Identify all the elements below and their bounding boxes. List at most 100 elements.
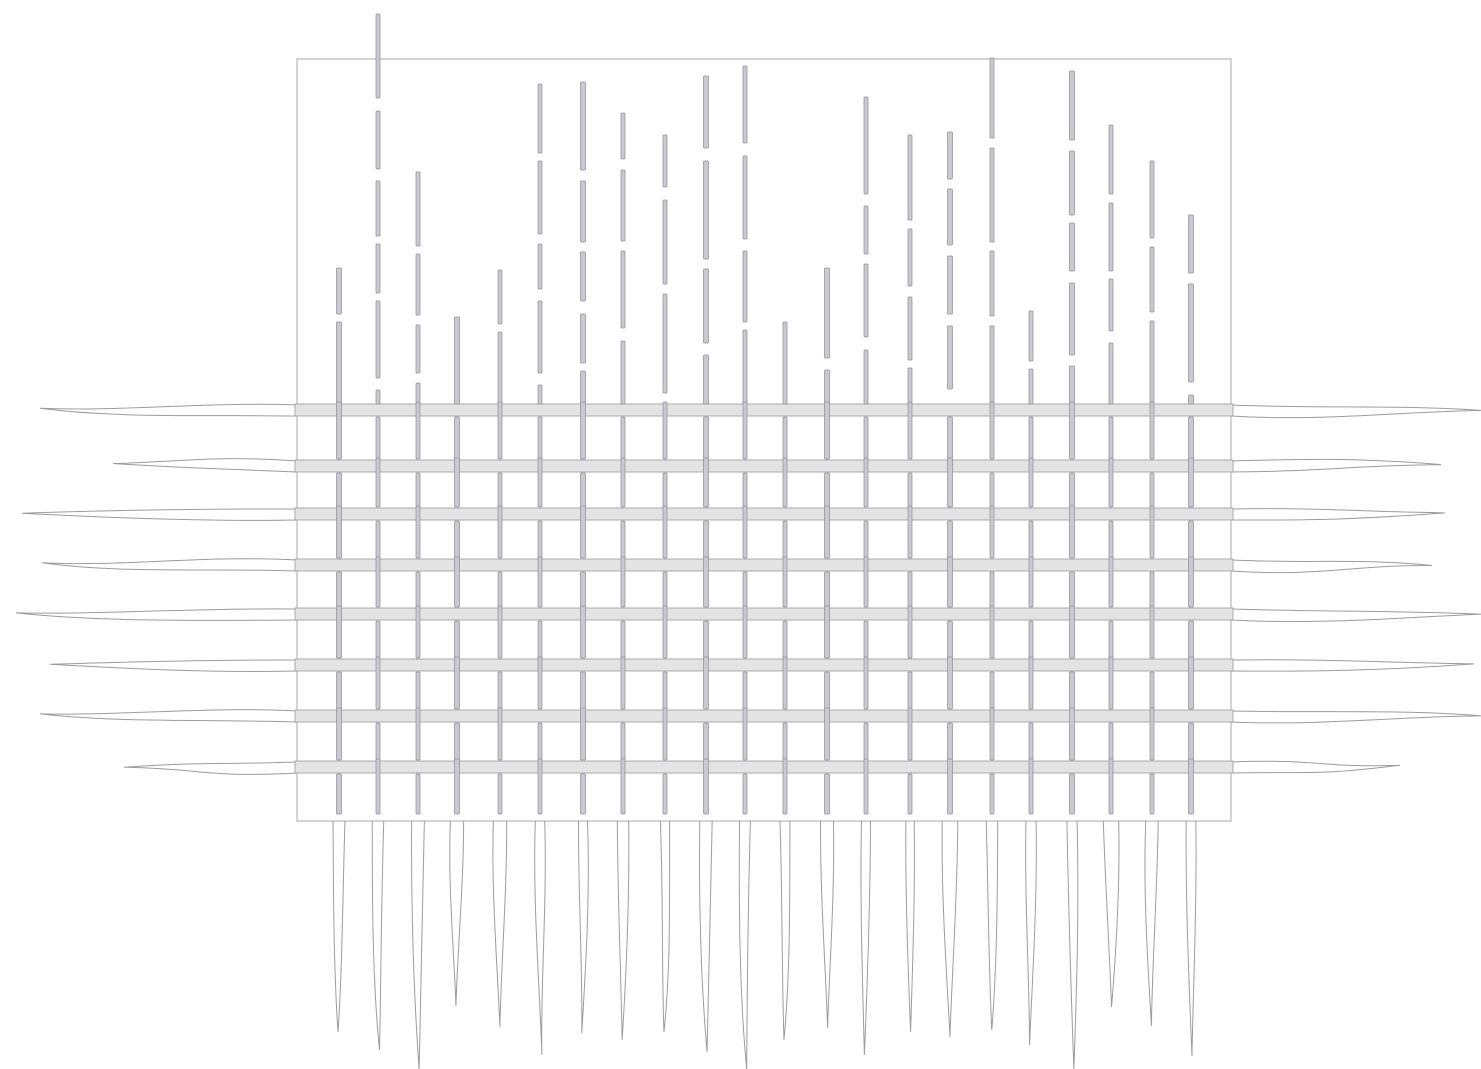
warp-segment-8-8 bbox=[621, 557, 625, 607]
warp-segment-11-4 bbox=[743, 330, 747, 404]
warp-segment-21-1 bbox=[1150, 161, 1154, 238]
warp-segment-2-6 bbox=[376, 390, 380, 404]
warp-segment-15-7 bbox=[908, 506, 912, 558]
warp-segment-19-2 bbox=[1070, 151, 1075, 215]
warp-segment-10-11 bbox=[704, 723, 709, 760]
warp-segment-8-3 bbox=[621, 251, 625, 328]
warp-segment-16-10 bbox=[948, 657, 953, 709]
warp-segment-6-2 bbox=[538, 161, 542, 234]
warp-segment-16-6 bbox=[948, 458, 953, 507]
weft-tail-left-3 bbox=[22, 509, 297, 520]
warp-segment-2-1 bbox=[376, 14, 380, 98]
warp-segment-1-8 bbox=[337, 672, 342, 709]
warp-segment-3-12 bbox=[416, 774, 420, 814]
warp-segment-21-7 bbox=[1150, 572, 1154, 607]
warp-segment-19-1 bbox=[1070, 71, 1075, 140]
warp-segment-12-6 bbox=[783, 621, 787, 658]
warp-segment-13-1 bbox=[825, 268, 830, 358]
warp-tail-20 bbox=[1103, 821, 1119, 1007]
warp-tail-13 bbox=[821, 821, 834, 1028]
warp-segment-3-7 bbox=[416, 506, 420, 558]
warp-segment-19-5 bbox=[1070, 366, 1075, 404]
warp-tail-4 bbox=[450, 821, 464, 1006]
warp-segment-16-9 bbox=[948, 621, 953, 658]
weft-tail-right-2 bbox=[1231, 459, 1441, 472]
warp-segment-19-12 bbox=[1070, 708, 1075, 760]
weft-tail-left-4 bbox=[42, 559, 297, 571]
warp-segment-22-5 bbox=[1189, 458, 1194, 507]
warp-segment-17-12 bbox=[990, 774, 994, 814]
weft-tail-right-8 bbox=[1231, 761, 1400, 773]
warp-segment-5-2 bbox=[498, 332, 502, 404]
weft-tail-left-6 bbox=[50, 660, 297, 671]
warp-segment-12-9 bbox=[783, 759, 787, 814]
warp-segment-22-11 bbox=[1189, 759, 1194, 814]
warp-segment-19-6 bbox=[1070, 402, 1075, 459]
warp-segment-17-2 bbox=[990, 148, 994, 242]
warp-segment-14-4 bbox=[864, 350, 868, 404]
weft-band-6 bbox=[295, 659, 1233, 671]
warp-segment-7-3 bbox=[581, 252, 586, 301]
warp-segment-18-1 bbox=[1029, 311, 1033, 361]
warp-tail-2 bbox=[372, 821, 384, 1050]
warp-segment-18-3 bbox=[1029, 417, 1033, 459]
warp-tail-7 bbox=[578, 821, 588, 1033]
warp-tail-3 bbox=[412, 821, 425, 1069]
warp-segment-19-7 bbox=[1070, 473, 1075, 507]
warp-segment-15-10 bbox=[908, 672, 912, 709]
warp-segment-2-7 bbox=[376, 417, 380, 459]
warp-segment-8-1 bbox=[621, 113, 625, 159]
weft-band-5 bbox=[295, 608, 1233, 620]
warp-segment-10-8 bbox=[704, 557, 709, 607]
warp-segment-15-3 bbox=[908, 297, 912, 360]
warp-segment-10-2 bbox=[704, 161, 709, 259]
warp-segment-13-8 bbox=[825, 672, 830, 709]
warp-segment-14-7 bbox=[864, 521, 868, 558]
warp-segment-19-10 bbox=[1070, 606, 1075, 658]
warp-segment-7-2 bbox=[581, 181, 586, 242]
warp-segment-6-12 bbox=[538, 723, 542, 760]
warp-segment-16-5 bbox=[948, 417, 953, 459]
warp-segment-9-11 bbox=[663, 774, 667, 814]
warp-segment-22-6 bbox=[1189, 521, 1194, 558]
warp-segment-18-2 bbox=[1029, 369, 1033, 404]
warp-tail-15 bbox=[906, 821, 915, 1032]
warp-segment-2-14 bbox=[376, 759, 380, 814]
warp-segment-13-10 bbox=[825, 774, 830, 814]
warp-segment-7-4 bbox=[581, 314, 586, 363]
warp-segment-22-7 bbox=[1189, 557, 1194, 607]
weft-band-1 bbox=[295, 404, 1233, 416]
warp-segment-17-8 bbox=[990, 572, 994, 607]
warp-segment-2-5 bbox=[376, 301, 380, 378]
warp-segment-14-2 bbox=[864, 206, 868, 254]
warp-segment-4-1 bbox=[455, 317, 460, 404]
warp-segment-19-4 bbox=[1070, 283, 1075, 355]
warp-segment-17-1 bbox=[990, 58, 994, 138]
warp-segment-18-5 bbox=[1029, 521, 1033, 558]
warp-segment-12-1 bbox=[783, 322, 787, 404]
warp-segment-10-5 bbox=[704, 417, 709, 459]
warp-segment-22-8 bbox=[1189, 621, 1194, 658]
warp-segment-10-9 bbox=[704, 621, 709, 658]
warp-segment-21-11 bbox=[1150, 774, 1154, 814]
warp-segment-17-9 bbox=[990, 606, 994, 658]
warp-segment-14-12 bbox=[864, 759, 868, 814]
warp-segment-20-7 bbox=[1109, 521, 1113, 558]
warp-segment-8-10 bbox=[621, 657, 625, 709]
warp-segment-22-1 bbox=[1189, 215, 1194, 273]
warp-segment-9-7 bbox=[663, 572, 667, 607]
warp-segment-11-7 bbox=[743, 506, 747, 558]
warp-segment-18-10 bbox=[1029, 759, 1033, 814]
warp-segment-2-8 bbox=[376, 458, 380, 507]
warp-segment-1-10 bbox=[337, 774, 342, 814]
warp-tail-5 bbox=[493, 821, 507, 1027]
warp-segment-15-1 bbox=[908, 135, 912, 220]
warp-segment-6-9 bbox=[538, 557, 542, 607]
warp-segment-10-10 bbox=[704, 657, 709, 709]
warp-segment-1-4 bbox=[337, 473, 342, 507]
weft-tail-right-7 bbox=[1231, 711, 1481, 723]
warp-segment-2-11 bbox=[376, 621, 380, 658]
weft-tail-left-7 bbox=[40, 710, 297, 722]
warp-segment-18-8 bbox=[1029, 657, 1033, 709]
warp-segment-2-13 bbox=[376, 723, 380, 760]
